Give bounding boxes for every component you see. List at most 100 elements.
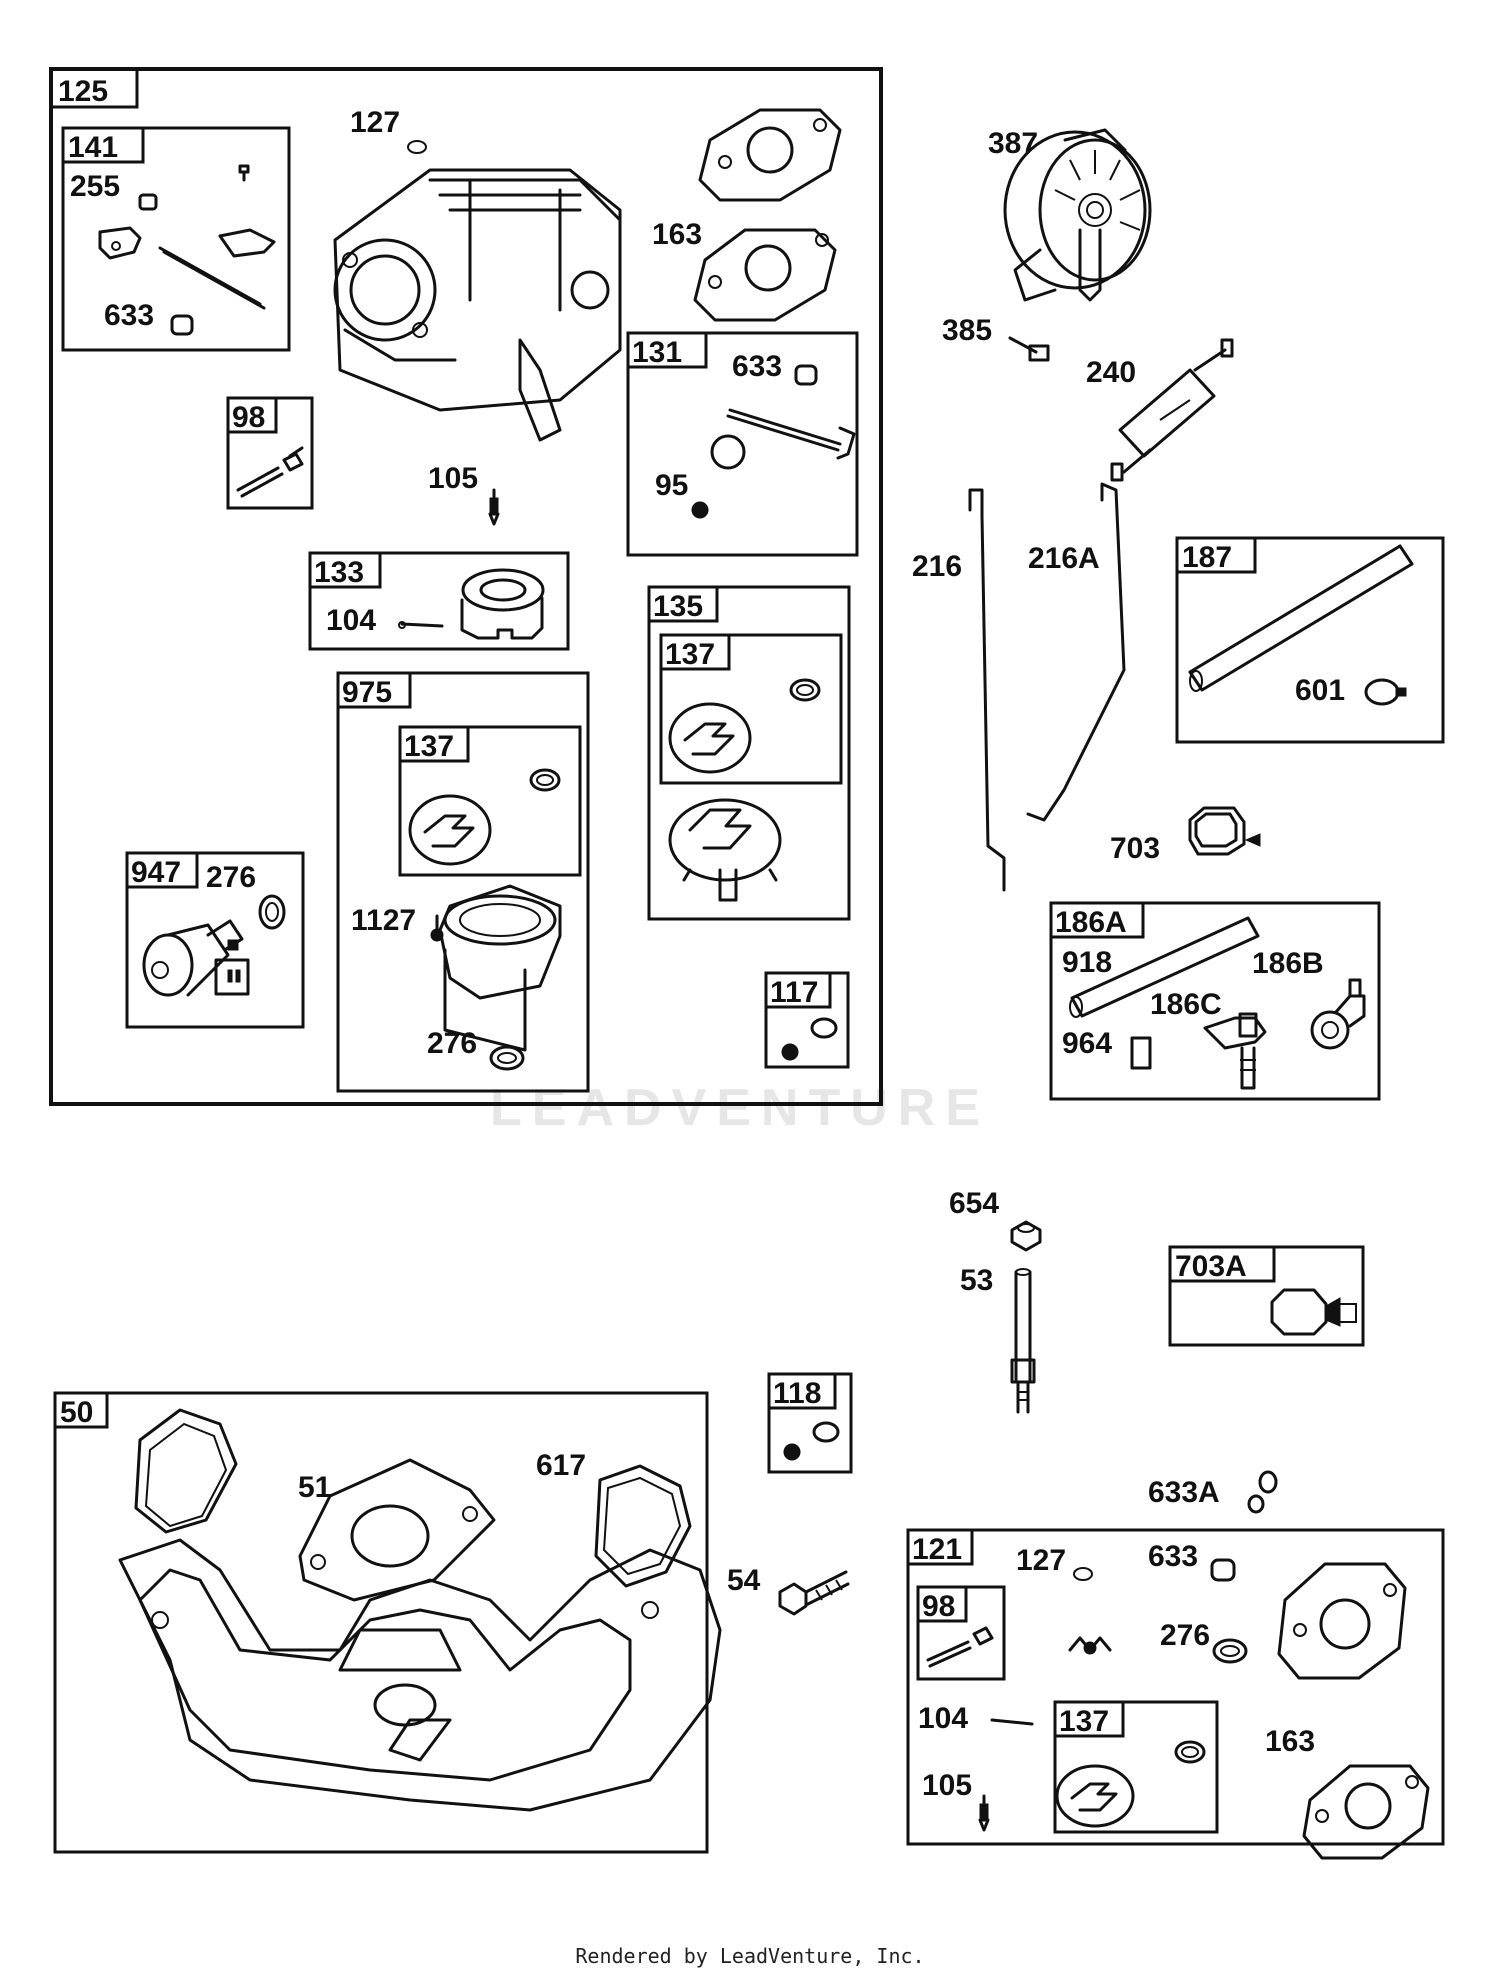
- part-label-186C[interactable]: 186C: [1150, 988, 1222, 1021]
- fitting-186B: [1310, 978, 1366, 1050]
- box-label-975[interactable]: 975: [342, 676, 392, 709]
- box-label-118[interactable]: 118: [773, 1377, 821, 1410]
- box-131-frame: [626, 331, 859, 557]
- box-125-frame: [49, 67, 883, 1106]
- box-label-133[interactable]: 133: [314, 556, 364, 589]
- clamp-703: [1188, 806, 1261, 856]
- choke-shaft-parts: [98, 164, 276, 336]
- render-credit: Rendered by LeadVenture, Inc.: [575, 1944, 925, 1968]
- part-label-964[interactable]: 964: [1062, 1027, 1112, 1060]
- fitting-186C: [1203, 1012, 1267, 1090]
- part-label-216[interactable]: 216: [912, 550, 962, 583]
- part-label-127[interactable]: 127: [350, 106, 400, 139]
- rod-216A: [1026, 482, 1126, 822]
- rod-216: [968, 488, 1006, 892]
- gasket-163: [693, 228, 837, 322]
- gasket-163-box121: [1302, 1764, 1430, 1860]
- fuel-line-918: [1069, 916, 1260, 1018]
- box-137-frame-a: [659, 633, 843, 785]
- part-label-276-box947[interactable]: 276: [206, 861, 256, 894]
- spring-121: [1068, 1636, 1112, 1655]
- seal-ring-left: [134, 1408, 238, 1534]
- part-label-186B[interactable]: 186B: [1252, 947, 1324, 980]
- bolt-group: 654 53 703A: [949, 1187, 1365, 1414]
- box-137-frame-b: [398, 725, 582, 877]
- gasket-plate-121: [1277, 1562, 1407, 1680]
- box-975-frame: [336, 671, 590, 1093]
- box-187-frame: [1175, 536, 1445, 744]
- intake-manifold: [118, 1538, 722, 1812]
- part-label-255[interactable]: 255: [70, 170, 120, 203]
- carburetor-body: [333, 168, 622, 442]
- box-947-frame: [125, 851, 305, 1029]
- washer-633A: [1247, 1470, 1278, 1514]
- box-label-117[interactable]: 117: [770, 976, 818, 1009]
- box-label-187[interactable]: 187: [1182, 541, 1232, 574]
- gasket-kit-137-a: [668, 678, 821, 774]
- clamp-703A: [1270, 1288, 1357, 1336]
- screw-118: [783, 1443, 801, 1461]
- fuel-solenoid-947: [142, 894, 286, 997]
- pin-104-box121: [990, 1718, 1034, 1726]
- stud-53: [1010, 1268, 1036, 1414]
- part-label-918[interactable]: 918: [1062, 946, 1112, 979]
- part-label-216A[interactable]: 216A: [1028, 542, 1100, 575]
- part-label-105-box121[interactable]: 105: [922, 1769, 972, 1802]
- part-label-163-box121[interactable]: 163: [1265, 1725, 1315, 1758]
- gasket-plate-top: [698, 108, 842, 202]
- part-label-385[interactable]: 385: [942, 314, 992, 347]
- part-label-633-box131[interactable]: 633: [732, 350, 782, 383]
- box-label-131[interactable]: 131: [632, 336, 682, 369]
- box-141-frame: [61, 126, 291, 352]
- part-label-240[interactable]: 240: [1086, 356, 1136, 389]
- part-label-703[interactable]: 703: [1110, 832, 1160, 865]
- box-label-98[interactable]: 98: [232, 401, 265, 434]
- box-label-135[interactable]: 135: [653, 590, 703, 623]
- part-label-387[interactable]: 387: [988, 127, 1038, 160]
- box-50-frame: [53, 1391, 709, 1854]
- box-label-703A[interactable]: 703A: [1175, 1250, 1247, 1283]
- oring-276-box975: [489, 1045, 525, 1071]
- part-label-127-box121[interactable]: 127: [1016, 1544, 1066, 1577]
- part-label-633-box121[interactable]: 633: [1148, 1540, 1198, 1573]
- screw-117: [781, 1043, 799, 1061]
- nut-654: [1010, 1220, 1042, 1252]
- part-label-654[interactable]: 654: [949, 1187, 999, 1220]
- float-bowl-base: [668, 798, 782, 902]
- idle-screw-spring: [236, 446, 304, 498]
- part-label-54[interactable]: 54: [727, 1564, 761, 1597]
- part-label-617[interactable]: 617: [536, 1449, 586, 1482]
- box-label-125[interactable]: 125: [58, 75, 108, 108]
- part-label-163[interactable]: 163: [652, 218, 702, 251]
- float-133: [398, 568, 545, 640]
- part-label-104[interactable]: 104: [326, 604, 376, 637]
- box-135-frame: [647, 585, 851, 921]
- part-label-105[interactable]: 105: [428, 462, 478, 495]
- part-label-53[interactable]: 53: [960, 1264, 993, 1297]
- fuel-filter-240: [1110, 338, 1234, 482]
- box-label-98-b[interactable]: 98: [922, 1590, 955, 1623]
- part-label-95[interactable]: 95: [655, 469, 688, 502]
- box-label-141[interactable]: 141: [68, 131, 118, 164]
- box-121-frame: [906, 1528, 1445, 1846]
- box-label-137-b[interactable]: 137: [404, 730, 454, 763]
- box-label-50[interactable]: 50: [60, 1396, 93, 1429]
- clamp-601: [1364, 678, 1407, 706]
- idle-screw-spring-b: [926, 1626, 994, 1668]
- part-label-1127[interactable]: 1127: [351, 904, 416, 937]
- part-label-633A[interactable]: 633A: [1148, 1476, 1220, 1509]
- part-label-51[interactable]: 51: [298, 1471, 331, 1504]
- gasket-kit-137-b: [408, 768, 561, 866]
- part-label-633[interactable]: 633: [104, 299, 154, 332]
- part-label-276-box975[interactable]: 276: [427, 1027, 477, 1060]
- box-label-947[interactable]: 947: [131, 856, 181, 889]
- box-label-186A[interactable]: 186A: [1055, 906, 1127, 939]
- box-label-137-c[interactable]: 137: [1059, 1705, 1109, 1738]
- part-label-601[interactable]: 601: [1295, 674, 1345, 707]
- part-label-276-box121[interactable]: 276: [1160, 1619, 1210, 1652]
- group-50: 50 51 617: [53, 1391, 722, 1854]
- part-label-104-box121[interactable]: 104: [918, 1702, 968, 1735]
- box-label-121[interactable]: 121: [912, 1533, 962, 1566]
- box-label-137-a[interactable]: 137: [665, 638, 715, 671]
- group-121: 121 127 633 98 276 104 105: [906, 1528, 1445, 1860]
